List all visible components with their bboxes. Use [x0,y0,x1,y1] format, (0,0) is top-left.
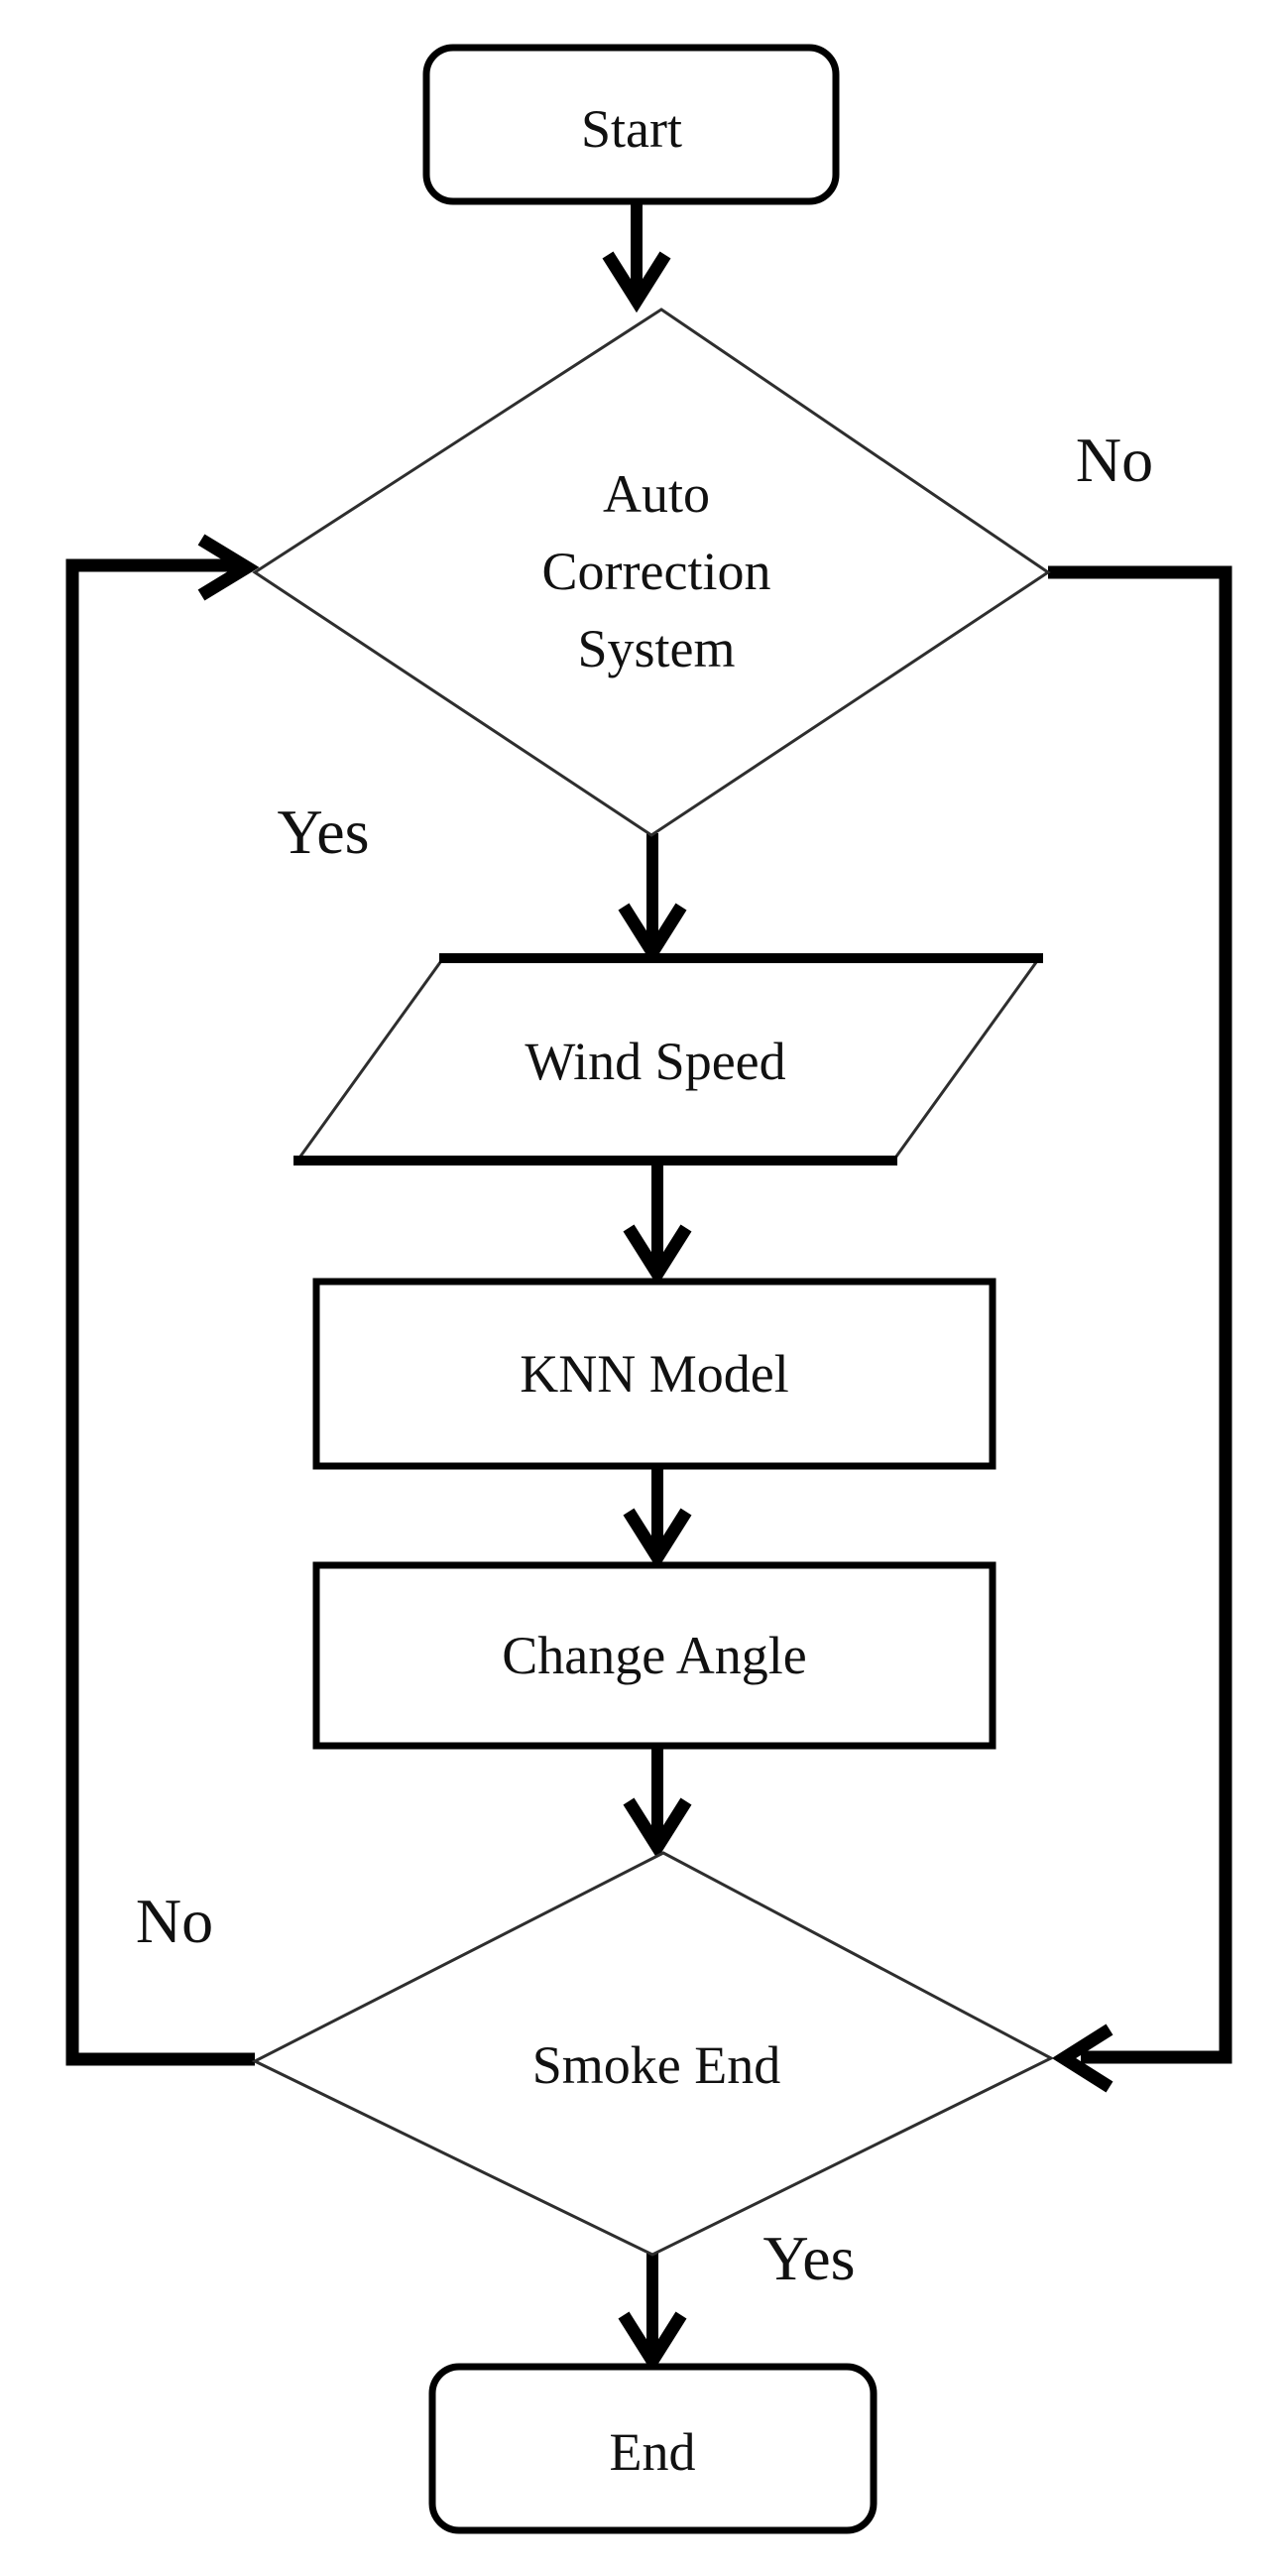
branch-label-yes: Yes [762,2223,855,2293]
decision-smoke-end: Smoke End [251,1851,1055,2257]
process-rect-shape [312,1278,996,1470]
decision-label-line: Auto [603,464,710,524]
decision-diamond-shape [251,1851,1055,2257]
arrowhead-down-icon [623,1508,692,1570]
decision-label-line: Correction [542,542,771,601]
arrowhead-down-icon [618,2311,687,2374]
arrowhead-left-icon [1051,2024,1113,2093]
end-label: End [610,2422,696,2482]
decision-label: Smoke End [532,2035,781,2095]
branch-label-no: No [136,1886,213,1956]
arrowhead-down-icon [623,1797,692,1860]
branch-label-yes: Yes [277,797,369,867]
arrowhead-down-icon [618,903,687,965]
process-rect-shape [312,1561,996,1750]
arrowhead-right-icon [197,534,260,601]
io-label: Wind Speed [525,1032,785,1091]
process-change-angle: Change Angle [312,1561,996,1750]
process-knn-model: KNN Model [312,1278,996,1470]
terminator-shape [422,44,840,205]
process-label: Change Angle [502,1626,806,1685]
loop-smoke-end-no-to-auto-correction [65,558,255,2066]
decision-diamond-shape [252,307,1051,837]
arrowhead-down-icon [602,251,671,313]
loop-auto-correction-no-to-smoke-end [1048,565,1232,2064]
io-wind-speed: Wind Speed [293,953,1043,1165]
start-label: Start [581,99,682,159]
process-label: KNN Model [520,1344,788,1404]
start-node: Start [422,44,840,205]
end-node: End [428,2363,878,2534]
arrowhead-down-icon [623,1224,692,1287]
branch-label-no: No [1076,425,1153,495]
decision-label-line: System [577,619,735,678]
terminator-shape [428,2363,878,2534]
decision-auto-correction-system: Auto Correction System [252,307,1051,837]
